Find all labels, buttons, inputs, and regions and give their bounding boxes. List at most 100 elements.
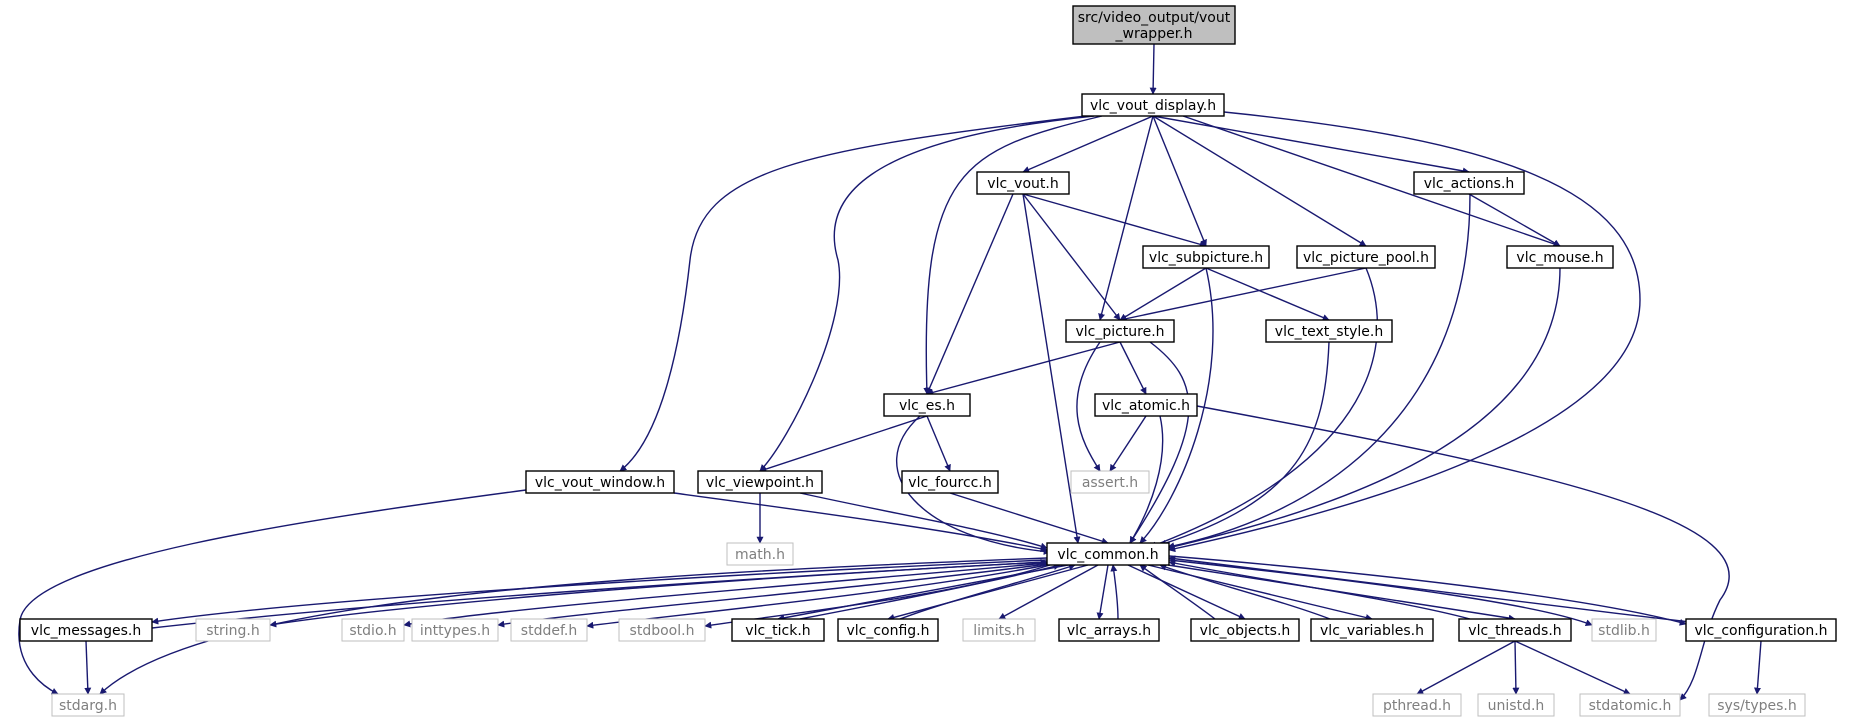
node-label: vlc_messages.h (31, 623, 141, 639)
node-stdio: stdio.h (341, 618, 405, 642)
edge-line (1022, 193, 1207, 248)
node-box (1413, 171, 1525, 195)
node-vlc-picture[interactable]: vlc_picture.h (1065, 319, 1175, 343)
node-box (51, 693, 125, 717)
node-vlc-tick[interactable]: vlc_tick.h (731, 618, 825, 642)
edge-line (151, 558, 1048, 629)
edge-line (1168, 559, 1593, 627)
edge-vlc-vout-display-to-vlc-vout-window (619, 115, 1087, 472)
node-label: unistd.h (1488, 698, 1545, 714)
node-stdbool: stdbool.h (618, 618, 706, 642)
node-inttypes: inttypes.h (411, 618, 499, 642)
edge-line (887, 564, 1089, 621)
edge-vlc-subpicture-to-vlc-common (1139, 267, 1214, 544)
edge-line (998, 564, 1099, 620)
edge-line (1152, 115, 1367, 247)
node-vlc-vout-display[interactable]: vlc_vout_display.h (1081, 93, 1225, 117)
node-label: limits.h (973, 623, 1024, 639)
node-box (341, 618, 405, 642)
edge-vlc-arrays-to-vlc-common (1110, 564, 1119, 620)
node-vlc-vout-window[interactable]: vlc_vout_window.h (525, 470, 675, 494)
edge-line (1196, 405, 1730, 701)
edge-vlc-viewpoint-to-vlc-common (799, 492, 1048, 550)
node-vlc-arrays[interactable]: vlc_arrays.h (1058, 618, 1160, 642)
node-label: vlc_mouse.h (1516, 250, 1603, 266)
edge-vlc-vout-to-vlc-subpicture (1022, 193, 1207, 248)
node-label: inttypes.h (420, 623, 490, 639)
node-label: vlc_arrays.h (1067, 623, 1151, 639)
node-vlc-fourcc[interactable]: vlc_fourcc.h (901, 470, 999, 494)
node-label: vlc_vout.h (987, 176, 1058, 192)
node-vlc-objects[interactable]: vlc_objects.h (1190, 618, 1300, 642)
node-box (1477, 693, 1555, 717)
node-box (697, 470, 823, 494)
node-vlc-text-style[interactable]: vlc_text_style.h (1265, 319, 1393, 343)
node-box (1506, 245, 1614, 269)
node-vlc-configuration[interactable]: vlc_configuration.h (1685, 618, 1837, 642)
edge-line (1127, 564, 1246, 620)
node-vlc-common[interactable]: vlc_common.h (1046, 542, 1170, 566)
node-vlc-viewpoint[interactable]: vlc_viewpoint.h (697, 470, 823, 494)
node-box (618, 618, 706, 642)
node-vlc-config[interactable]: vlc_config.h (837, 618, 939, 642)
edge-line (1159, 341, 1330, 547)
edge-vlc-picture-to-vlc-common (1129, 341, 1190, 544)
node-label: src/video_output/vout (1078, 10, 1231, 26)
node-label: vlc_text_style.h (1275, 324, 1383, 340)
edge-line (1753, 640, 1762, 695)
edge-vlc-actions-to-vlc-common (1167, 193, 1471, 550)
edge-line (759, 415, 928, 473)
node-box (1065, 319, 1175, 343)
edge-vlc-common-to-stdio (403, 562, 1048, 628)
node-vlc-subpicture[interactable]: vlc_subpicture.h (1142, 245, 1270, 269)
node-label: vlc_tick.h (745, 623, 810, 639)
node-vlc-threads[interactable]: vlc_threads.h (1458, 618, 1572, 642)
node-box (1458, 618, 1572, 642)
edge-vlc-common-to-stdlib (1168, 559, 1593, 627)
edge-line (1167, 267, 1561, 550)
node-root[interactable]: src/video_output/vout_wrapper.h (1072, 5, 1236, 45)
node-vlc-mouse[interactable]: vlc_mouse.h (1506, 245, 1614, 269)
edge-vlc-picture-pool-to-vlc-picture (1119, 267, 1367, 323)
node-label: vlc_variables.h (1320, 623, 1424, 639)
node-vlc-picture-pool[interactable]: vlc_picture_pool.h (1296, 245, 1436, 269)
node-vlc-messages[interactable]: vlc_messages.h (19, 618, 153, 642)
node-box (1708, 693, 1806, 717)
node-vlc-atomic[interactable]: vlc_atomic.h (1094, 393, 1198, 417)
node-limits: limits.h (962, 618, 1036, 642)
edge-vlc-common-to-vlc-objects (1127, 564, 1246, 620)
node-unistd: unistd.h (1477, 693, 1555, 717)
edge-vlc-common-to-inttypes (497, 563, 1048, 628)
edge-line (1152, 115, 1207, 247)
node-vlc-vout[interactable]: vlc_vout.h (976, 171, 1070, 195)
edge-line (1139, 267, 1214, 544)
edge-vlc-subpicture-to-vlc-text-style (1205, 267, 1330, 321)
edge-vlc-vout-to-vlc-picture (1022, 193, 1121, 321)
node-box (510, 618, 588, 642)
node-label: vlc_objects.h (1200, 623, 1291, 639)
node-box (976, 171, 1070, 195)
node-vlc-actions[interactable]: vlc_actions.h (1413, 171, 1525, 195)
node-stdlib: stdlib.h (1591, 618, 1657, 642)
edge-vlc-actions-to-vlc-mouse (1468, 193, 1561, 247)
edge-vlc-threads-to-vlc-common (1168, 559, 1471, 620)
edge-vlc-configuration-to-vlc-common (1168, 555, 1691, 623)
edge-vlc-text-style-to-vlc-common (1159, 341, 1330, 547)
edge-line (1512, 640, 1520, 695)
edge-vlc-messages-to-stdarg (84, 640, 92, 695)
node-label: vlc_viewpoint.h (706, 475, 814, 491)
edge-line (1076, 341, 1101, 472)
edge-line (799, 492, 1048, 550)
edge-line (1129, 415, 1164, 544)
edge-line (1119, 341, 1147, 395)
edge-vlc-es-to-vlc-common (896, 415, 1051, 555)
node-vlc-variables[interactable]: vlc_variables.h (1310, 618, 1434, 642)
edge-line (403, 562, 1048, 628)
node-box (731, 618, 825, 642)
node-box (1070, 470, 1150, 494)
header-nodes: src/video_output/vout_wrapper.h vlc_vout_… (19, 5, 1837, 717)
edge-vlc-vout-to-vlc-es (926, 193, 1014, 395)
node-box (901, 470, 999, 494)
node-vlc-es[interactable]: vlc_es.h (883, 393, 971, 417)
